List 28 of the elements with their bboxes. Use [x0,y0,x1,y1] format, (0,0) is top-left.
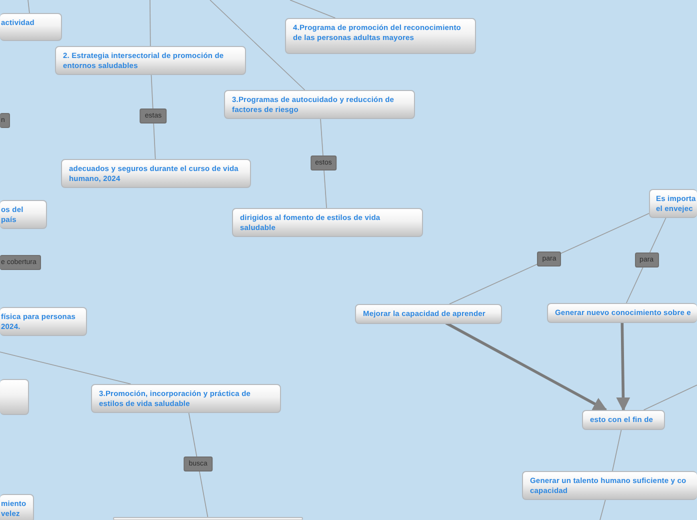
topic-box [0,494,34,520]
topic-box [547,303,697,322]
connector [449,213,650,304]
connector [600,498,606,520]
topic-box [0,200,47,229]
empty-topic-box [0,379,29,415]
topic-box [355,304,502,324]
connector [445,322,608,412]
topic-box [232,208,423,237]
connector [612,428,622,472]
topic-box [582,410,665,430]
empty-topic-box [113,517,303,520]
connector [616,322,630,412]
topic-box [649,189,697,218]
connector [643,384,697,410]
topic-box [522,471,697,500]
topic-box [91,384,281,413]
topic-box [285,18,476,54]
topic-box [61,159,251,188]
topic-box [0,13,62,41]
topic-box [55,46,246,75]
connector [28,0,30,14]
topic-box [0,307,87,336]
connector [210,0,306,90]
topic-box [224,90,415,119]
connector [290,0,336,18]
connector [0,352,132,384]
connector [150,0,151,46]
